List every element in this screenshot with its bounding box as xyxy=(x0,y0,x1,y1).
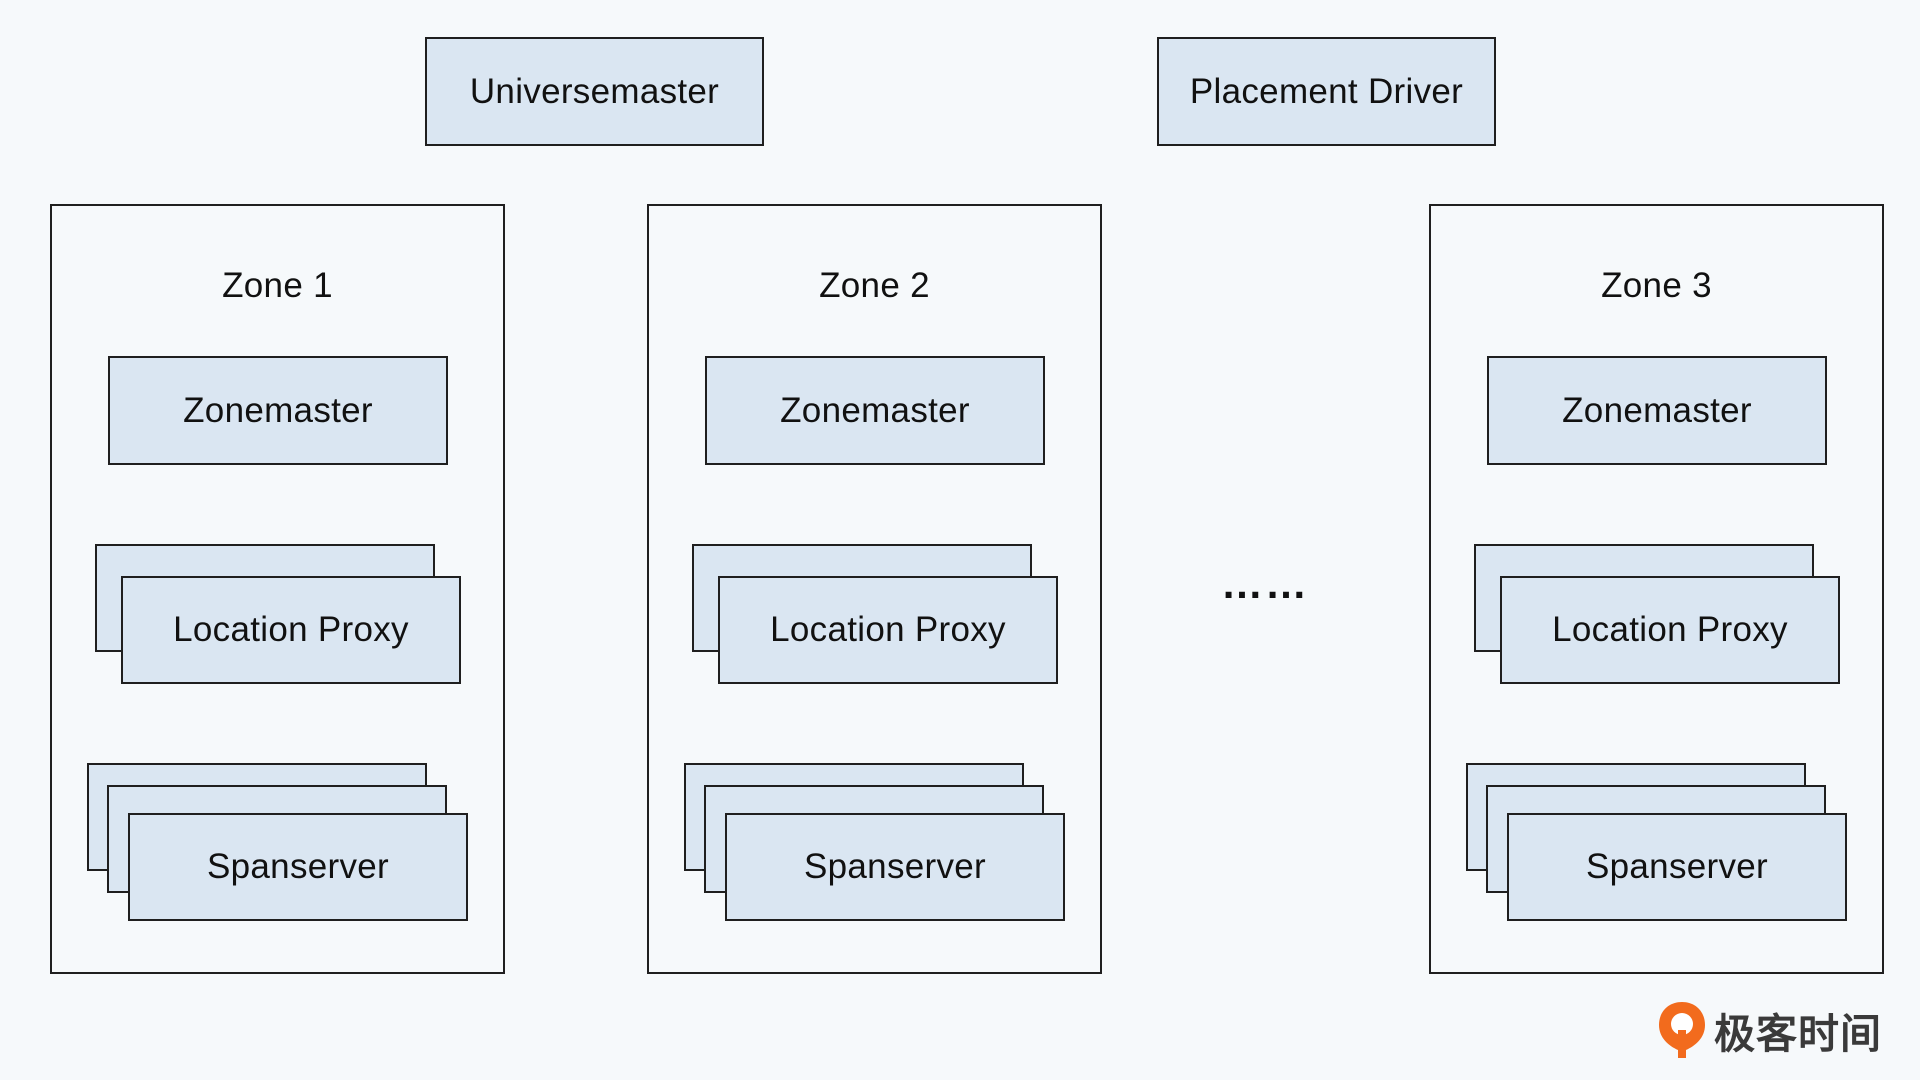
geektime-logo-icon xyxy=(1659,1002,1705,1058)
zone-3-spanserver: Spanserver xyxy=(1507,813,1847,921)
location-proxy-label: Location Proxy xyxy=(173,610,409,649)
zone-3-container: Zone 3 xyxy=(1429,204,1884,974)
zonemaster-label: Zonemaster xyxy=(183,390,373,430)
zone-1-spanserver: Spanserver xyxy=(128,813,468,921)
placement-driver-node: Placement Driver xyxy=(1157,37,1496,146)
zone-1-location-proxy: Location Proxy xyxy=(121,576,461,684)
location-proxy-label: Location Proxy xyxy=(1552,610,1788,649)
zone-3-title: Zone 3 xyxy=(1601,266,1712,305)
zone-3-location-proxy: Location Proxy xyxy=(1500,576,1840,684)
zone-1-zonemaster: Zonemaster xyxy=(108,356,448,465)
zone-2-container: Zone 2 xyxy=(647,204,1102,974)
zonemaster-label: Zonemaster xyxy=(1562,390,1752,430)
universemaster-node: Universemaster xyxy=(425,37,764,146)
more-zones-ellipsis: …… xyxy=(1221,560,1309,607)
zone-1-container: Zone 1 xyxy=(50,204,505,974)
universemaster-label: Universemaster xyxy=(469,71,720,111)
geektime-logo-text: 极客时间 xyxy=(1714,1010,1882,1058)
zone-1-title: Zone 1 xyxy=(222,266,333,305)
zonemaster-label: Zonemaster xyxy=(780,390,970,430)
spanserver-label: Spanserver xyxy=(1586,847,1768,886)
zone-2-spanserver: Spanserver xyxy=(725,813,1065,921)
spanserver-label: Spanserver xyxy=(207,847,389,886)
zone-2-location-proxy: Location Proxy xyxy=(718,576,1058,684)
placement-driver-label: Placement Driver xyxy=(1189,71,1464,111)
zone-3-zonemaster: Zonemaster xyxy=(1487,356,1827,465)
geektime-logo: 极客时间 xyxy=(1656,1000,1882,1060)
spanserver-label: Spanserver xyxy=(804,847,986,886)
location-proxy-label: Location Proxy xyxy=(770,610,1006,649)
zone-2-zonemaster: Zonemaster xyxy=(705,356,1045,465)
zone-2-title: Zone 2 xyxy=(819,266,930,305)
